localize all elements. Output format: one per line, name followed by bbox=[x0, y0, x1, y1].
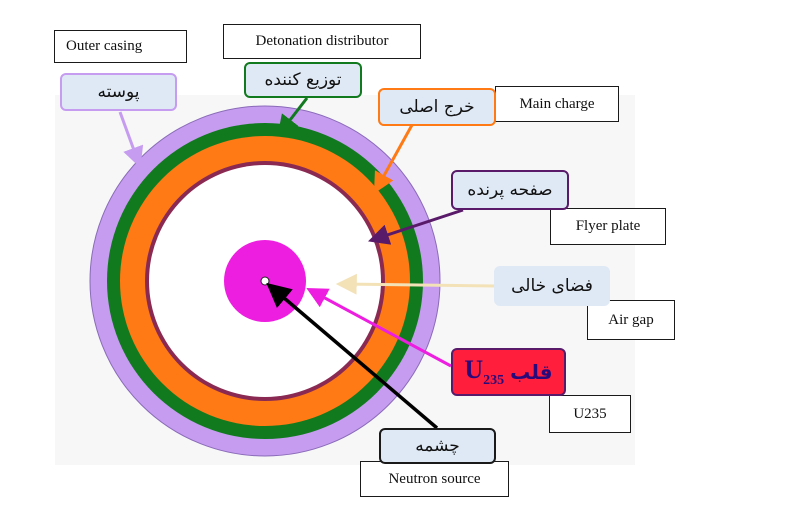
outer-casing-arrow bbox=[118, 111, 144, 168]
label-neutron-source-en: Neutron source bbox=[360, 461, 509, 497]
label-flyer-plate-fa: صفحه پرنده bbox=[451, 170, 569, 210]
label-main-charge-fa: خرج اصلی bbox=[378, 88, 496, 126]
air-gap-arrow bbox=[335, 273, 495, 295]
label-flyer-plate-en: Flyer plate bbox=[550, 208, 666, 245]
u235-symbol: U235 bbox=[464, 354, 505, 389]
u235-arrow bbox=[306, 288, 452, 368]
u235-fa-word: قلب bbox=[510, 360, 553, 384]
distributor-arrow bbox=[277, 97, 309, 137]
label-air-gap-en: Air gap bbox=[587, 300, 675, 340]
label-outer-casing-en: Outer casing bbox=[54, 30, 187, 63]
neutron-source-point bbox=[260, 276, 270, 286]
flyer-plate-arrow bbox=[368, 208, 464, 245]
label-neutron-source-fa: چشمه bbox=[379, 428, 496, 464]
label-distributor-fa: توزیع کننده bbox=[244, 62, 362, 98]
label-outer-casing-fa: پوسته bbox=[60, 73, 177, 111]
neutron-source-arrow bbox=[266, 282, 439, 430]
label-main-charge-en: Main charge bbox=[495, 86, 619, 122]
label-distributor-en: Detonation distributor bbox=[223, 24, 421, 59]
label-air-gap-fa: فضای خالی bbox=[494, 266, 610, 306]
label-u235-fa: U235 قلب bbox=[451, 348, 566, 396]
main-charge-arrow bbox=[373, 124, 414, 194]
label-u235-en: U235 bbox=[549, 395, 631, 433]
